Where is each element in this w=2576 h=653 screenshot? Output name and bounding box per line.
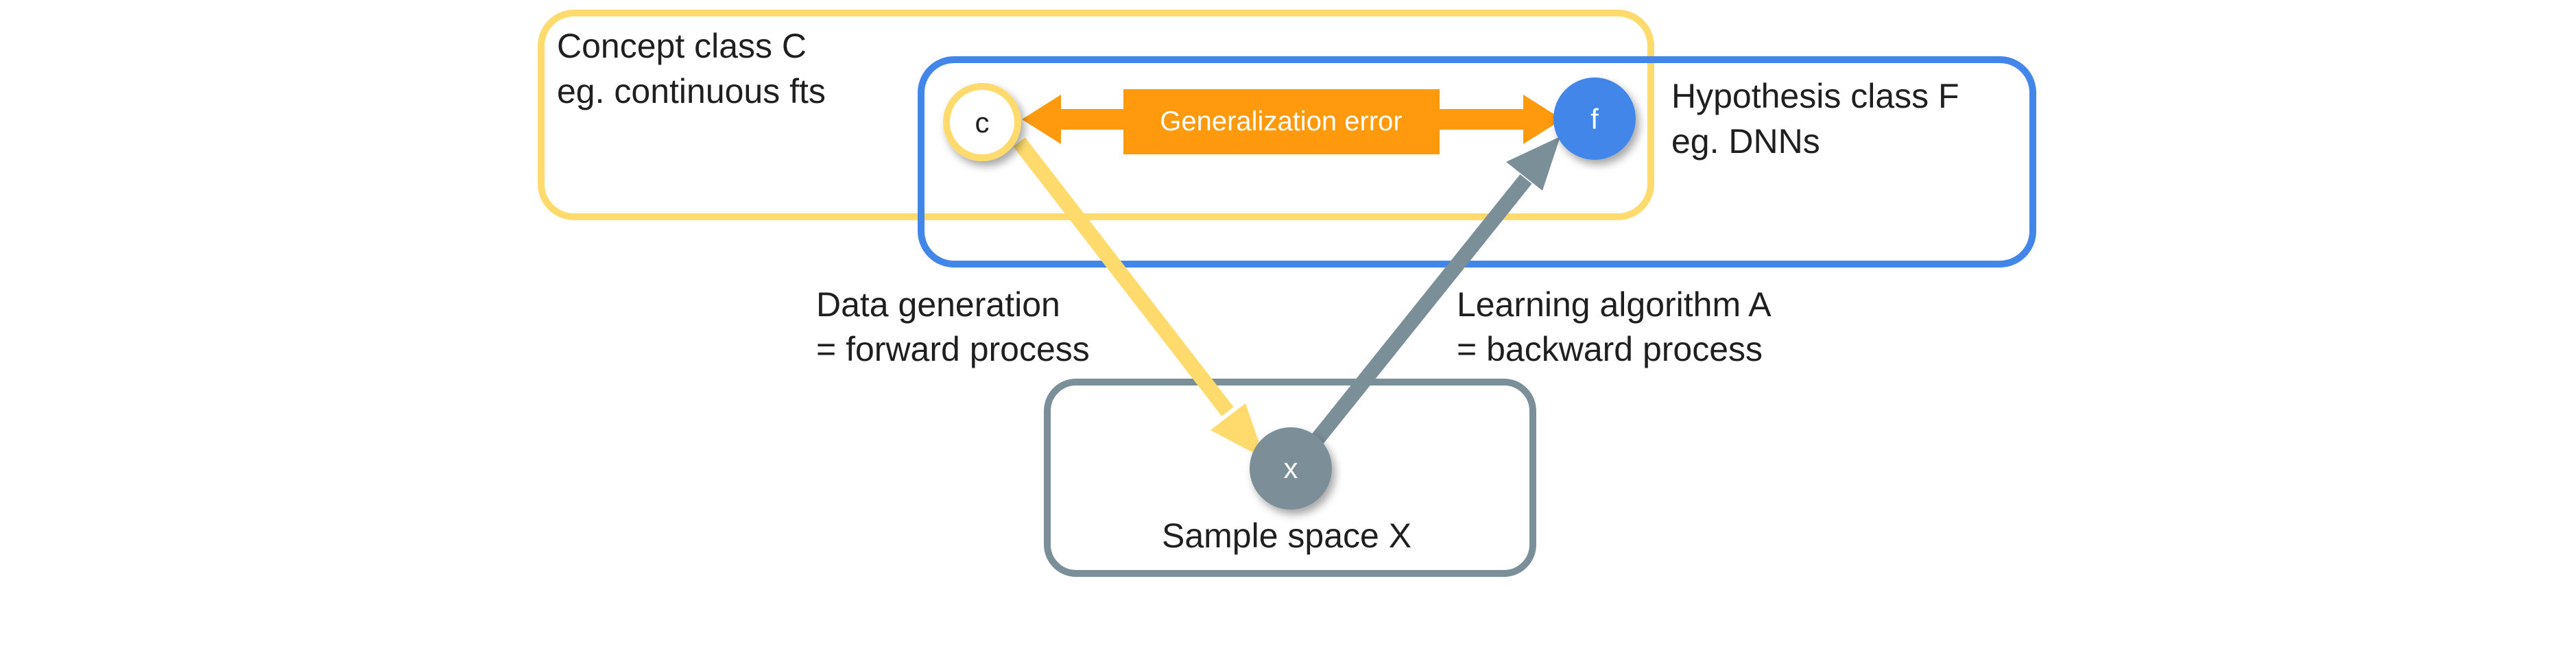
backward-process-label: = backward process xyxy=(1457,330,1763,368)
learning-algorithm-label: Learning algorithm A xyxy=(1457,285,1772,324)
sample-space-box xyxy=(1044,379,1536,577)
hypothesis-class-box xyxy=(918,56,2036,268)
concept-class-title: Concept class C xyxy=(557,27,807,65)
generalization-error-arrowhead-right xyxy=(1523,95,1562,144)
sample-space-title: Sample space X xyxy=(1162,517,1411,555)
concept-node-label: c xyxy=(975,106,990,139)
concept-class-box xyxy=(538,10,1654,220)
concept-node xyxy=(943,83,1021,161)
hypothesis-class-subtitle: eg. DNNs xyxy=(1671,122,1820,161)
sample-node xyxy=(1250,427,1332,510)
data-generation-arrowhead xyxy=(1211,403,1265,459)
hypothesis-node-label: f xyxy=(1590,103,1599,135)
hypothesis-class-title: Hypothesis class F xyxy=(1671,77,1959,115)
data-generation-label: Data generation xyxy=(816,285,1060,324)
concept-class-subtitle: eg. continuous fts xyxy=(557,72,826,110)
generalization-error-box xyxy=(1123,89,1440,154)
generalization-error-label: Generalization error xyxy=(1160,106,1403,136)
generalization-error-arrowhead-left xyxy=(1022,95,1061,144)
hypothesis-node xyxy=(1553,78,1636,160)
sample-node-label: x xyxy=(1284,452,1298,484)
forward-process-label: = forward process xyxy=(816,330,1090,368)
learning-algorithm-arrow-shaft xyxy=(1309,174,1532,447)
data-generation-arrow-shaft xyxy=(1013,137,1234,416)
learning-algorithm-arrowhead xyxy=(1506,136,1560,191)
